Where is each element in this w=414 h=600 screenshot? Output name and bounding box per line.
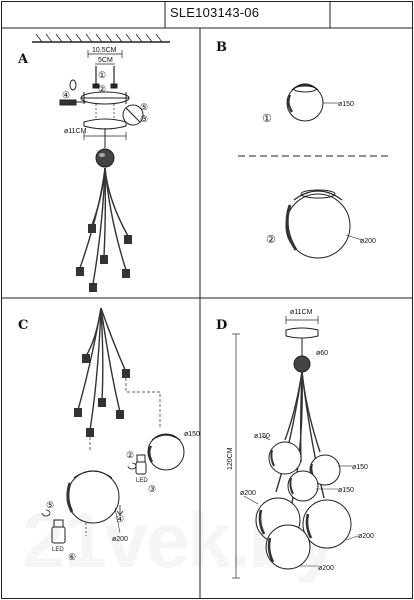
d-shade-3: ø150 <box>338 487 354 494</box>
step-c-6: ⑥ <box>68 552 76 562</box>
c-led-small: LED <box>136 478 148 484</box>
step-c-3: ③ <box>148 484 156 494</box>
c-bulb-large <box>41 509 66 544</box>
step-a-4: ④ <box>62 90 70 100</box>
panel-a-letter: A <box>18 52 29 67</box>
step-c-2: ② <box>126 450 134 460</box>
c-shade-small <box>147 433 185 471</box>
d-shades <box>255 441 352 570</box>
panel-a <box>32 33 170 292</box>
step-a-5: ⑤ <box>140 102 148 112</box>
step-a-3: ③ <box>140 114 148 124</box>
shade-small <box>286 83 338 122</box>
panel-c-letter: C <box>18 318 29 333</box>
c-large-dia: ø200 <box>112 536 128 543</box>
d-height: 120CM <box>227 447 234 470</box>
dim-inner-label: 5CM <box>98 57 113 64</box>
step-a-2: ② <box>98 84 106 94</box>
step-c-4: ④ <box>116 514 124 524</box>
c-led-large: LED <box>52 547 64 553</box>
model-title: SLE103143-06 <box>170 5 260 20</box>
dim-canopy-label: ø11CM <box>64 128 87 135</box>
d-shade-2: ø150 <box>352 464 368 471</box>
shade-1-dia: ø150 <box>338 101 354 108</box>
panel-d-letter: D <box>216 318 228 333</box>
panel-d-labels: ø11CM ø60 120CM ø150 ø150 ø150 ø200 ø200… <box>227 309 374 572</box>
panel-b <box>238 83 388 259</box>
d-shade-4: ø200 <box>240 490 256 497</box>
shade-2-num: ② <box>266 234 276 246</box>
d-shade-1: ø150 <box>254 433 270 440</box>
panel-a-labels: 10.5CM 5CM ① ② ③ ④ ⑤ ø11CM <box>62 47 148 135</box>
step-c-5: ⑤ <box>46 500 54 510</box>
d-ball-dia: ø60 <box>316 350 328 357</box>
shade-2-dia: ø200 <box>360 238 376 245</box>
shade-1-num: ① <box>262 113 272 125</box>
panel-b-letter: B <box>216 40 227 55</box>
c-shade-large <box>66 470 121 534</box>
panel-c <box>41 307 185 544</box>
c-bulb-small <box>127 454 147 475</box>
c-small-dia: ø150 <box>184 431 200 438</box>
shade-large <box>285 189 363 259</box>
panel-b-labels: ① ø150 ② ø200 <box>262 101 376 246</box>
d-shade-5: ø200 <box>358 533 374 540</box>
step-a-1: ① <box>98 70 106 80</box>
d-shade-6: ø200 <box>318 565 334 572</box>
panel-c-labels: ø150 ø200 ② ③ ④ ⑤ ⑥ LED LED <box>46 431 200 562</box>
dim-top-label: 10.5CM <box>92 47 117 54</box>
d-canopy-dia: ø11CM <box>290 309 313 316</box>
panel-d <box>232 316 359 579</box>
